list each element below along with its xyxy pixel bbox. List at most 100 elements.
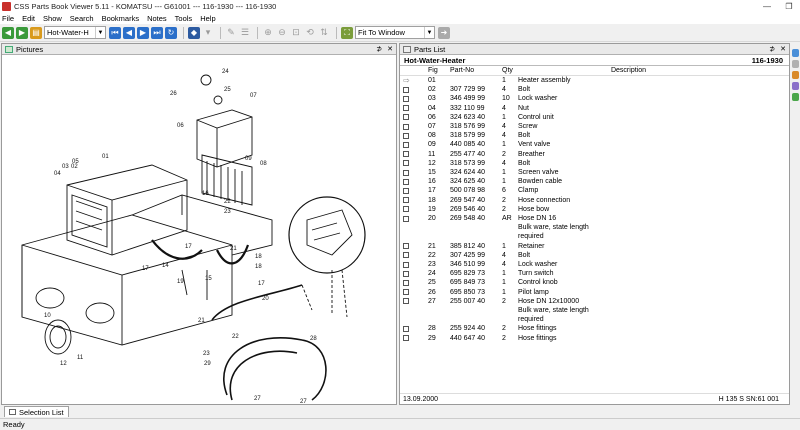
menu-notes[interactable]: Notes xyxy=(147,13,167,23)
user-icon[interactable] xyxy=(792,82,799,90)
row-checkbox[interactable] xyxy=(403,270,409,277)
row-checkbox[interactable] xyxy=(403,289,409,296)
chevron-down-icon[interactable]: ▼ xyxy=(95,27,105,38)
close-icon[interactable]: ✕ xyxy=(387,46,393,53)
refresh-icon[interactable]: ↻ xyxy=(165,26,177,39)
info-icon[interactable] xyxy=(792,49,799,57)
row-checkbox[interactable] xyxy=(403,142,409,149)
row-checkbox[interactable] xyxy=(403,86,409,93)
folder-icon[interactable]: ▤ xyxy=(30,26,42,39)
first-page-icon[interactable]: ⏮ xyxy=(109,26,121,39)
zoom-fit-select[interactable]: Fit To Window ▼ xyxy=(355,26,435,39)
callout-label: 03 xyxy=(62,164,69,170)
search-icon[interactable] xyxy=(792,60,799,68)
menu-tools[interactable]: Tools xyxy=(174,13,193,23)
arrow-right-icon[interactable]: ➜ xyxy=(438,26,450,39)
menu-search[interactable]: Search xyxy=(69,13,94,23)
row-checkbox[interactable] xyxy=(403,151,409,158)
row-checkbox[interactable] xyxy=(403,178,409,185)
row-checkbox[interactable] xyxy=(403,96,409,102)
menu-bookmarks[interactable]: Bookmarks xyxy=(101,13,140,23)
menu-edit[interactable]: Edit xyxy=(22,13,36,23)
row-checkbox[interactable] xyxy=(403,123,409,130)
callout-label: 24 xyxy=(222,69,229,75)
row-checkbox[interactable] xyxy=(403,105,409,112)
flip-icon[interactable]: ⇅ xyxy=(320,27,328,37)
row-checkbox[interactable] xyxy=(403,326,409,333)
zoom-out-icon[interactable]: ⊖ xyxy=(278,27,286,37)
row-checkbox[interactable] xyxy=(403,298,409,305)
minimize-button[interactable]: — xyxy=(763,1,771,11)
pin-icon[interactable]: ⊅ xyxy=(376,46,383,53)
menu-help[interactable]: Help xyxy=(200,13,216,23)
arrow-right-icon[interactable]: ⇨ xyxy=(403,76,410,85)
bookmark-icon[interactable]: ◆ xyxy=(188,26,200,39)
back-icon[interactable]: ◀ xyxy=(2,26,14,39)
row-checkbox[interactable] xyxy=(403,261,409,268)
row-checkbox[interactable] xyxy=(403,169,409,176)
menu-file[interactable]: File xyxy=(2,13,15,23)
part-no-column-header[interactable]: Part-No xyxy=(450,67,475,74)
zoom-area-icon[interactable]: ⊡ xyxy=(292,27,300,37)
previous-icon[interactable]: ◀ xyxy=(123,26,135,39)
row-checkbox[interactable] xyxy=(403,197,409,204)
zoom-in-icon[interactable]: ⊕ xyxy=(264,27,272,37)
group-select[interactable]: Hot-Water-H ▼ xyxy=(44,26,106,39)
close-icon[interactable]: ✕ xyxy=(780,46,786,53)
row-checkbox[interactable] xyxy=(403,206,409,213)
chevron-down-icon[interactable]: ▼ xyxy=(424,27,434,38)
menu-show[interactable]: Show xyxy=(43,13,62,23)
last-page-icon[interactable]: ⏭ xyxy=(151,26,163,39)
export-icon[interactable] xyxy=(792,93,799,101)
row-checkbox[interactable] xyxy=(403,215,409,222)
fig-column-header[interactable]: Fig xyxy=(428,67,438,74)
row-checkbox[interactable] xyxy=(403,188,409,195)
row-checkbox[interactable] xyxy=(403,252,409,259)
row-checkbox[interactable] xyxy=(403,114,409,121)
row-checkbox[interactable] xyxy=(403,132,409,139)
row-checkbox[interactable] xyxy=(403,280,409,287)
print-icon[interactable]: ▾ xyxy=(205,27,211,37)
note-icon[interactable]: ✎ xyxy=(227,27,235,37)
forward-icon[interactable]: ▶ xyxy=(16,26,28,39)
pin-icon[interactable]: ⊅ xyxy=(769,46,776,53)
rotate-icon[interactable]: ⟲ xyxy=(306,27,314,37)
fit-icon[interactable]: ⛶ xyxy=(341,26,353,39)
next-icon[interactable]: ▶ xyxy=(137,26,149,39)
description-column-header[interactable]: Description xyxy=(610,67,646,74)
note-list-icon[interactable]: ☰ xyxy=(240,27,250,37)
row-checkbox[interactable] xyxy=(403,335,409,342)
row-checkbox[interactable] xyxy=(403,160,409,167)
maximize-button[interactable]: ❐ xyxy=(785,1,793,11)
cart-icon[interactable] xyxy=(792,71,799,79)
exploded-parts-diagram[interactable]: 24 26 25 07 06 01 09 05 04 03 02 08 16 2… xyxy=(2,55,396,404)
tab-selection-list[interactable]: Selection List xyxy=(4,406,69,417)
row-checkbox[interactable] xyxy=(403,243,409,250)
qty-column-header[interactable]: Qty xyxy=(502,67,513,74)
